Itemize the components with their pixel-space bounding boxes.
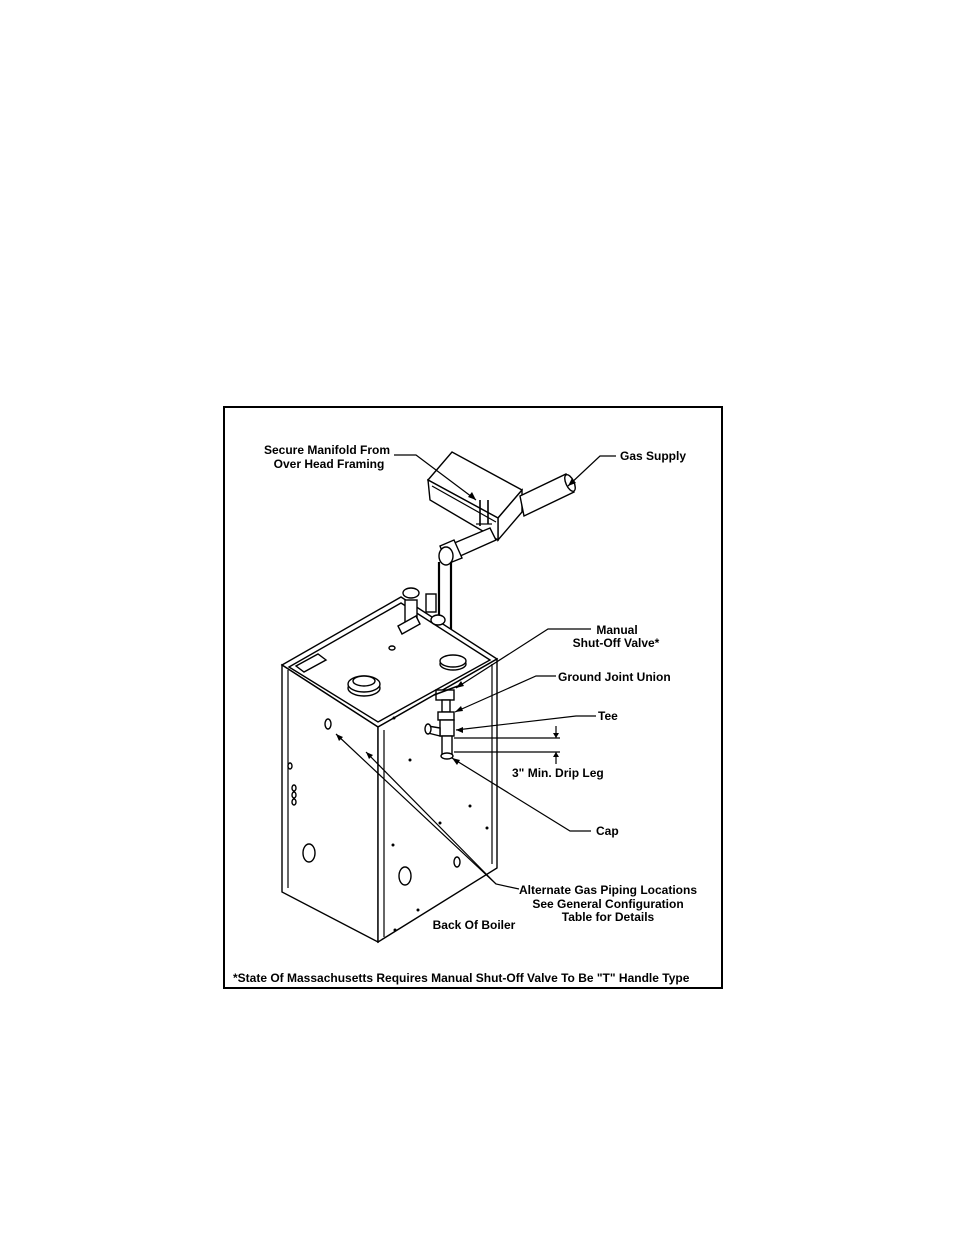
label-secure-manifold-2: Over Head Framing [274, 457, 385, 471]
label-back-of-boiler: Back Of Boiler [433, 918, 516, 932]
label-gas-supply: Gas Supply [620, 449, 686, 463]
drip-leg [442, 736, 452, 754]
label-alternate-1: Alternate Gas Piping Locations [519, 883, 697, 897]
label-alternate-2: See General Configuration [532, 897, 683, 911]
boiler-cabinet [282, 597, 497, 942]
cap-fitting [441, 753, 453, 759]
manifold-run [439, 528, 496, 565]
label-ground-joint-union: Ground Joint Union [558, 670, 671, 684]
label-alternate-3: Table for Details [562, 910, 655, 924]
label-secure-manifold-1: Secure Manifold From [264, 443, 390, 457]
overhead-manifold [428, 452, 522, 540]
label-tee: Tee [598, 709, 618, 723]
gas-supply-pipe [520, 473, 577, 516]
label-drip-leg: 3" Min. Drip Leg [512, 766, 604, 780]
label-cap: Cap [596, 824, 619, 838]
label-manual-valve-2: Shut-Off Valve* [573, 636, 660, 650]
label-manual-valve-1: Manual [596, 623, 637, 637]
footnote: *State Of Massachusetts Requires Manual … [233, 971, 690, 985]
